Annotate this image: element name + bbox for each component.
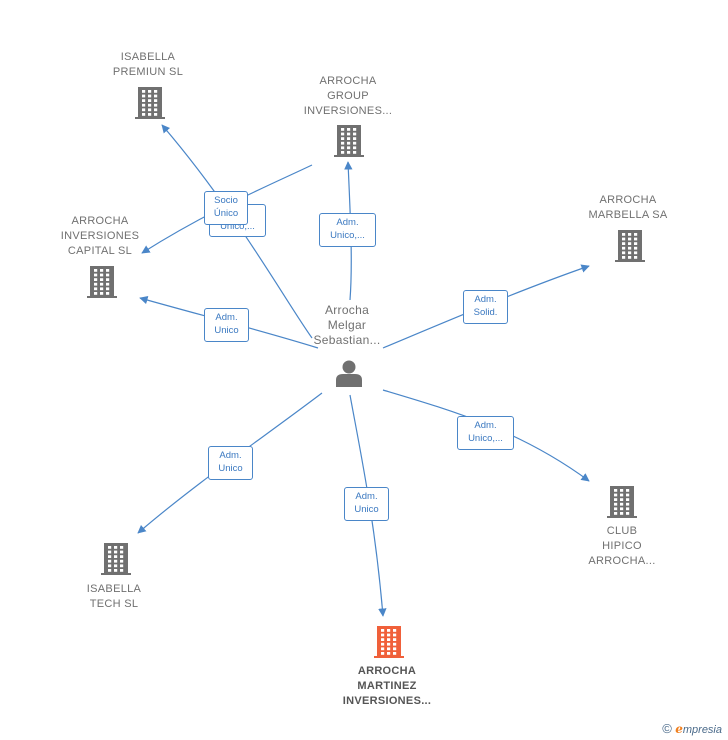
person-label-line: Arrocha (324, 303, 370, 317)
edge-relation-label-line: Solid. (473, 307, 498, 318)
copyright-symbol: © (662, 721, 672, 736)
building-icon[interactable] (374, 626, 404, 658)
company-label[interactable]: ARROCHA INVERSIONES CAPITAL SL (40, 214, 160, 259)
company-label-line: ISABELLA (86, 583, 142, 595)
edge-relation-label[interactable]: Adm. Solid. (463, 290, 508, 324)
edge-relation-label-line: Adm. (336, 217, 359, 228)
edge-relation-label-line: Adm. (474, 420, 497, 431)
edge-relation-label-line: Unico (354, 504, 379, 515)
company-label-line: MARBELLA SA (588, 209, 668, 221)
company-label[interactable]: ISABELLA PREMIUN SL (88, 50, 208, 80)
company-label[interactable]: ARROCHA MARTINEZ INVERSIONES... (327, 664, 447, 709)
building-icon[interactable] (334, 125, 364, 157)
edge-relation-label-line: Socio (214, 195, 238, 206)
building-icon[interactable] (615, 230, 645, 262)
company-label[interactable]: ARROCHA MARBELLA SA (568, 193, 688, 223)
company-label[interactable]: CLUB HIPICO ARROCHA... (562, 524, 682, 569)
company-label-line: CAPITAL SL (67, 245, 133, 257)
edge-relation-label-line: Unico (214, 325, 239, 336)
edge-relation-label[interactable]: Adm. Unico (344, 487, 389, 521)
company-label-line: PREMIUN SL (112, 66, 184, 78)
company-label-line: ARROCHA... (588, 555, 656, 567)
edge-relation-label-line: Único (213, 208, 239, 219)
company-label-line: ARROCHA (71, 215, 129, 227)
company-label[interactable]: ISABELLA TECH SL (54, 582, 174, 612)
edge-relation-label-line: Unico,... (220, 221, 255, 232)
brand-logo-initial: e (675, 722, 683, 736)
company-label-line: INVERSIONES... (342, 695, 432, 707)
company-label-line: INVERSIONES... (303, 105, 393, 117)
edge-relation-label-line: Adm. (474, 294, 497, 305)
person-icon[interactable] (336, 360, 362, 388)
company-label-line: ARROCHA (319, 75, 377, 87)
company-label[interactable]: ARROCHA GROUP INVERSIONES... (288, 74, 408, 119)
edge-relation-label-line: Unico,... (468, 433, 503, 444)
edge-relation-label[interactable]: Adm. Unico (208, 446, 253, 480)
company-label-line: GROUP (327, 90, 369, 102)
building-icon[interactable] (607, 486, 637, 518)
edge-relation-label[interactable]: Adm. Unico,... (457, 416, 514, 450)
brand-logo-text: mpresia (682, 724, 722, 736)
company-label-line: ARROCHA (599, 194, 657, 206)
company-label-line: MARTINEZ (357, 680, 417, 692)
building-icon[interactable] (87, 266, 117, 298)
edge-relation-label[interactable]: Adm. Unico,... (319, 213, 376, 247)
edge-relation-label-line: Unico,... (330, 230, 365, 241)
copyright-footer: © empresia (662, 721, 722, 736)
company-label-line: INVERSIONES (60, 230, 140, 242)
edge-relation-label-line: Unico (218, 463, 243, 474)
company-label-line: ARROCHA (357, 665, 417, 677)
company-label-line: ISABELLA (120, 51, 176, 63)
person-label-line: Sebastian... (313, 333, 381, 347)
edge-line (161, 124, 313, 339)
edge-relation-label[interactable]: Adm. Unico (204, 308, 249, 342)
person-label-line: Melgar (327, 318, 367, 332)
edge-relation-label-line: Adm. (215, 312, 238, 323)
company-label-line: TECH SL (89, 598, 139, 610)
icons (87, 87, 645, 658)
building-icon[interactable] (101, 543, 131, 575)
edge-relation-label-line: Adm. (355, 491, 378, 502)
company-label-line: CLUB (606, 525, 638, 537)
building-icon[interactable] (135, 87, 165, 119)
company-label-line: HIPICO (602, 540, 642, 552)
edge-relation-label-line: Adm. (219, 450, 242, 461)
